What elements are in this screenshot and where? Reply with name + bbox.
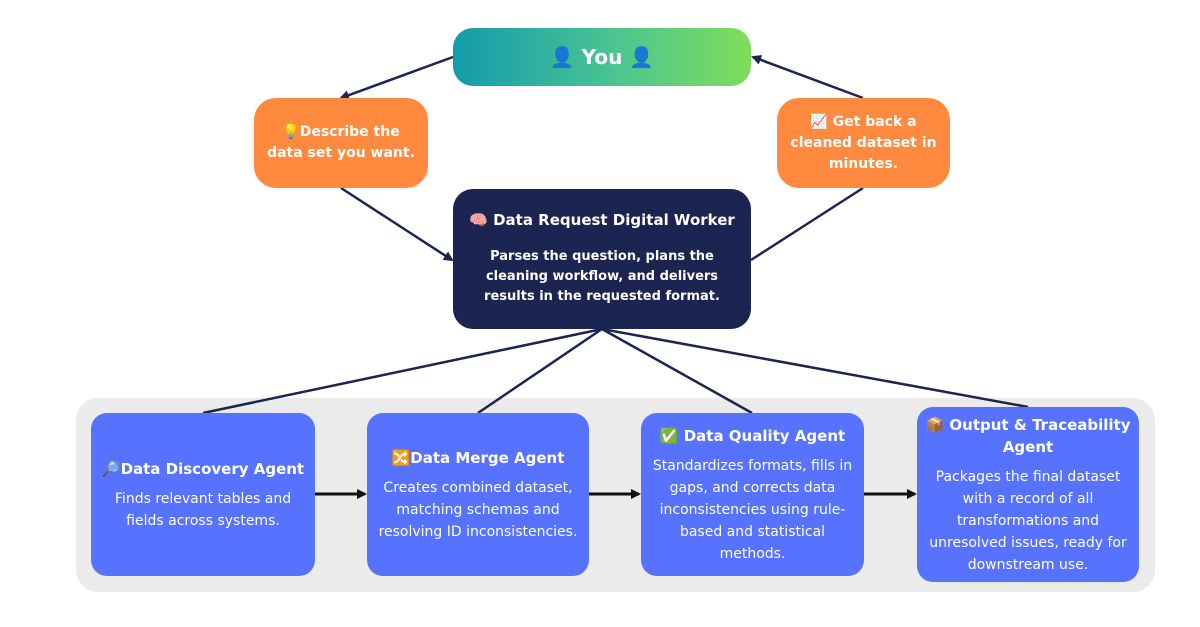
data-discovery-agent-node: 🔎Data Discovery Agent Finds relevant tab… (91, 413, 315, 576)
data-quality-agent-node: ✅ Data Quality Agent Standardizes format… (641, 413, 864, 576)
arrow-you-to-describe (339, 55, 454, 100)
line-worker-to-merge (477, 327, 603, 415)
get-back-dataset-text: 📈 Get back a cleaned dataset in minutes. (790, 113, 937, 172)
output-traceability-agent-node: 📦 Output & Traceability Agent Packages t… (917, 407, 1139, 582)
agent-description: Standardizes formats, fills in gaps, and… (652, 457, 853, 562)
agent-description: Packages the final dataset with a record… (929, 468, 1127, 573)
you-label: 👤 You 👤 (549, 45, 655, 69)
line-worker-to-discovery (202, 327, 603, 415)
agent-description: Creates combined dataset, matching schem… (378, 479, 578, 540)
agent-title: ✅ Data Quality Agent (659, 426, 846, 445)
line-worker-to-quality (601, 327, 753, 415)
digital-worker-node: 🧠 Data Request Digital Worker Parses the… (453, 189, 751, 329)
agent-title: 🔎Data Discovery Agent (101, 459, 305, 478)
digital-worker-title: 🧠 Data Request Digital Worker (469, 211, 735, 229)
you-node: 👤 You 👤 (453, 28, 751, 86)
describe-data-text: 💡Describe the data set you want. (267, 124, 415, 161)
arrow-describe-to-worker (340, 186, 454, 262)
agent-title: 📦 Output & Traceability Agent (925, 415, 1131, 456)
get-back-dataset-node: 📈 Get back a cleaned dataset in minutes. (777, 98, 950, 188)
line-worker-to-getback (750, 186, 864, 262)
arrow-getback-to-you (751, 55, 864, 100)
describe-data-node: 💡Describe the data set you want. (254, 98, 428, 188)
digital-worker-description: Parses the question, plans the cleaning … (484, 249, 720, 304)
data-merge-agent-node: 🔀Data Merge Agent Creates combined datas… (367, 413, 589, 576)
line-worker-to-output (601, 327, 1029, 409)
agent-description: Finds relevant tables and fields across … (114, 490, 292, 529)
agent-title: 🔀Data Merge Agent (391, 448, 565, 467)
